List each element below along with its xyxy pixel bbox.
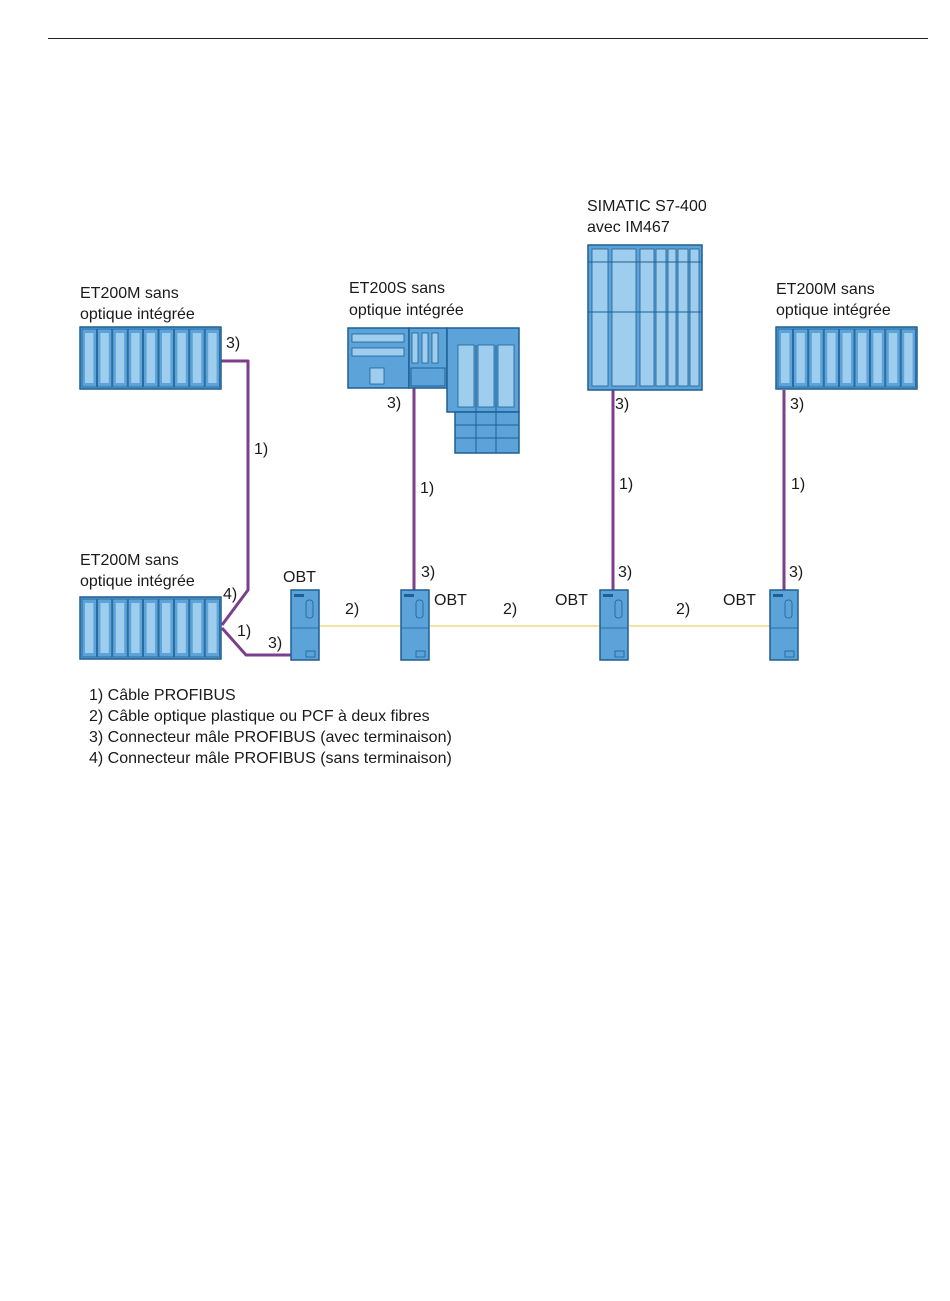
- et200m-rack-top-left: [79, 326, 222, 390]
- label-obt-4: OBT: [723, 592, 756, 609]
- marker-3-et200m-right: 3): [790, 396, 804, 413]
- marker-2-fibre-2: 2): [503, 601, 517, 618]
- label-obt-2: OBT: [434, 592, 467, 609]
- legend-item-3: 3) Connecteur mâle PROFIBUS (avec termin…: [89, 729, 452, 746]
- marker-1-left-vertical: 1): [254, 441, 268, 458]
- marker-1-et200m-right: 1): [791, 476, 805, 493]
- obt-unit-4: [769, 589, 799, 661]
- marker-2-fibre-3: 2): [676, 601, 690, 618]
- et200m-rack-bottom-left: [79, 596, 222, 660]
- obt-unit-3: [599, 589, 629, 661]
- marker-3-obt-1: 3): [268, 635, 282, 652]
- et200s-station: [347, 327, 520, 454]
- obt-unit-2: [400, 589, 430, 661]
- legend: 1) Câble PROFIBUS 2) Câble optique plast…: [89, 685, 452, 769]
- profibus-cables: [220, 359, 786, 657]
- label-et200m-bottom-left: ET200M sans optique intégrée: [80, 552, 195, 590]
- marker-1-left-diagonal: 1): [237, 623, 251, 640]
- s7400-rack: [587, 244, 703, 391]
- marker-3-et200m-top: 3): [226, 335, 240, 352]
- obt-unit-1: [290, 589, 320, 661]
- marker-1-s7400: 1): [619, 476, 633, 493]
- legend-item-1: 1) Câble PROFIBUS: [89, 687, 236, 704]
- label-et200s: ET200S sans optique intégrée: [349, 280, 464, 319]
- marker-3-s7400: 3): [615, 396, 629, 413]
- label-obt-1: OBT: [283, 569, 316, 586]
- marker-1-et200s: 1): [420, 480, 434, 497]
- marker-3-obt-3: 3): [618, 564, 632, 581]
- marker-3-et200s: 3): [387, 395, 401, 412]
- label-et200m-right: ET200M sans optique intégrée: [776, 281, 891, 319]
- marker-4-et200m-bottom: 4): [223, 586, 237, 603]
- marker-2-fibre-1: 2): [345, 601, 359, 618]
- profibus-cable-et200m-top: [220, 359, 250, 626]
- label-et200m-top-left: ET200M sans optique intégrée: [80, 285, 195, 323]
- label-s7400: SIMATIC S7-400 avec IM467: [587, 198, 711, 236]
- legend-item-2: 2) Câble optique plastique ou PCF à deux…: [89, 708, 430, 725]
- profibus-cable-et200m-bottom: [220, 627, 291, 657]
- et200m-rack-right: [775, 326, 918, 390]
- marker-3-obt-2: 3): [421, 564, 435, 581]
- label-obt-3: OBT: [555, 592, 588, 609]
- legend-item-4: 4) Connecteur mâle PROFIBUS (sans termin…: [89, 750, 452, 767]
- marker-3-obt-4: 3): [789, 564, 803, 581]
